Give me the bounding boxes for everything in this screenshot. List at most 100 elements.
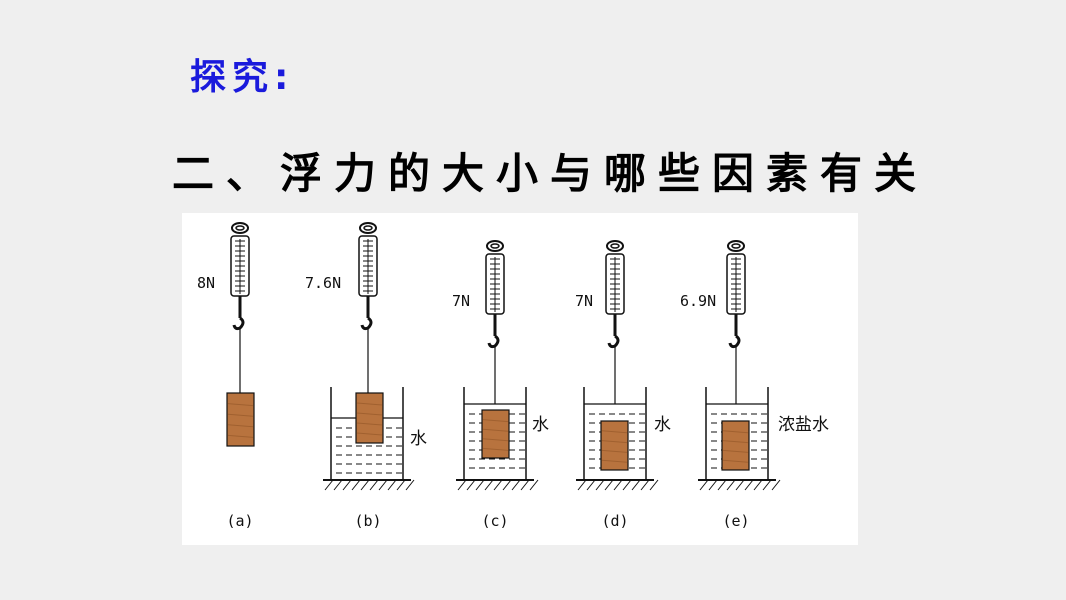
- ground-hatch: [511, 479, 521, 491]
- wood-grain: [601, 430, 628, 434]
- ground-hatch: [378, 479, 388, 491]
- wood-grain: [722, 449, 749, 453]
- ground-hatch: [342, 479, 352, 491]
- scale-ring: [727, 240, 745, 252]
- liquid-label: 水: [654, 415, 671, 435]
- wood-grain: [227, 434, 254, 438]
- spring-scale: [230, 222, 250, 331]
- reading-label: 7N: [452, 292, 470, 310]
- slide-heading: 探究:: [190, 57, 295, 98]
- ground-hatch: [604, 479, 614, 491]
- wooden-block: [481, 409, 510, 459]
- ground-hatch: [457, 479, 467, 491]
- reading-label: 7N: [575, 292, 593, 310]
- scale-hook: [487, 334, 500, 349]
- ground-hatch: [466, 479, 476, 491]
- liquid-label: 水: [410, 429, 427, 449]
- spring-scale: [726, 240, 746, 349]
- ground-hatch: [762, 479, 772, 491]
- panel-caption: (e): [722, 512, 749, 530]
- wood-grain: [482, 438, 509, 442]
- wooden-block: [226, 392, 255, 447]
- wood-grain: [482, 419, 509, 423]
- scale-ring: [359, 222, 377, 234]
- scale-ring-inner: [235, 225, 245, 231]
- panel-b: 7.6N 水 (b): [305, 222, 427, 530]
- spring-scale: [358, 222, 378, 331]
- ground-hatch: [324, 479, 334, 491]
- ground-hatch: [577, 479, 587, 491]
- ground-hatch: [405, 479, 415, 491]
- ground-hatch: [520, 479, 530, 491]
- spring-scale: [605, 240, 625, 349]
- ground-hatch: [351, 479, 361, 491]
- ground-hatch: [613, 479, 623, 491]
- scale-ring: [486, 240, 504, 252]
- ground-hatch: [735, 479, 745, 491]
- wood-grain: [227, 413, 254, 417]
- wood-grain: [356, 402, 383, 406]
- ground-hatch: [333, 479, 343, 491]
- scale-ring-inner: [363, 225, 373, 231]
- scale-hook: [607, 334, 620, 349]
- ground-hatch: [699, 479, 709, 491]
- wood-grain: [722, 430, 749, 434]
- wood-grain: [227, 424, 254, 428]
- spring-scale: [485, 240, 505, 349]
- ground-hatch: [708, 479, 718, 491]
- ground-hatch: [744, 479, 754, 491]
- ground-hatch: [387, 479, 397, 491]
- scale-ring: [231, 222, 249, 234]
- ground-hatch: [493, 479, 503, 491]
- ground-hatch: [717, 479, 727, 491]
- wood-grain: [601, 449, 628, 453]
- ground-hatch: [475, 479, 485, 491]
- scale-ring-inner: [610, 243, 620, 249]
- ground-hatch: [529, 479, 539, 491]
- ground-hatch: [586, 479, 596, 491]
- liquid-label: 水: [532, 415, 549, 435]
- scale-ring-inner: [731, 243, 741, 249]
- wood-grain: [482, 447, 509, 451]
- panel-e: 6.9N 浓盐水 (e): [680, 240, 829, 530]
- wood-grain: [356, 412, 383, 416]
- panel-caption: (a): [226, 512, 253, 530]
- reading-label: 6.9N: [680, 292, 716, 310]
- scale-hook: [360, 316, 373, 331]
- wooden-block: [600, 420, 629, 471]
- ground-hatch: [595, 479, 605, 491]
- ground-hatch: [484, 479, 494, 491]
- panel-c: 7N 水 (c): [452, 240, 549, 530]
- wood-grain: [356, 422, 383, 426]
- ground-hatch: [771, 479, 781, 491]
- ground-hatch: [396, 479, 406, 491]
- panel-caption: (c): [481, 512, 508, 530]
- ground-hatch: [649, 479, 659, 491]
- scale-hook: [728, 334, 741, 349]
- wooden-block: [355, 392, 384, 444]
- scale-ring-inner: [490, 243, 500, 249]
- reading-label: 8N: [197, 274, 215, 292]
- ground-hatch: [640, 479, 650, 491]
- ground-hatch: [369, 479, 379, 491]
- wooden-block: [721, 420, 750, 471]
- ground-hatch: [753, 479, 763, 491]
- ground-hatch: [360, 479, 370, 491]
- reading-label: 7.6N: [305, 274, 341, 292]
- wood-grain: [722, 440, 749, 444]
- ground-hatch: [726, 479, 736, 491]
- ground-hatch: [622, 479, 632, 491]
- scale-ring: [606, 240, 624, 252]
- panel-a: 8N (a): [197, 222, 255, 530]
- slide-title: 二、浮力的大小与哪些因素有关: [172, 149, 929, 198]
- wood-grain: [601, 440, 628, 444]
- panel-caption: (b): [354, 512, 381, 530]
- ground-hatch: [631, 479, 641, 491]
- wood-grain: [601, 459, 628, 463]
- scale-hook: [232, 316, 245, 331]
- panel-d: 7N水(d): [575, 240, 671, 530]
- liquid-label: 浓盐水: [778, 415, 829, 435]
- wood-grain: [356, 432, 383, 436]
